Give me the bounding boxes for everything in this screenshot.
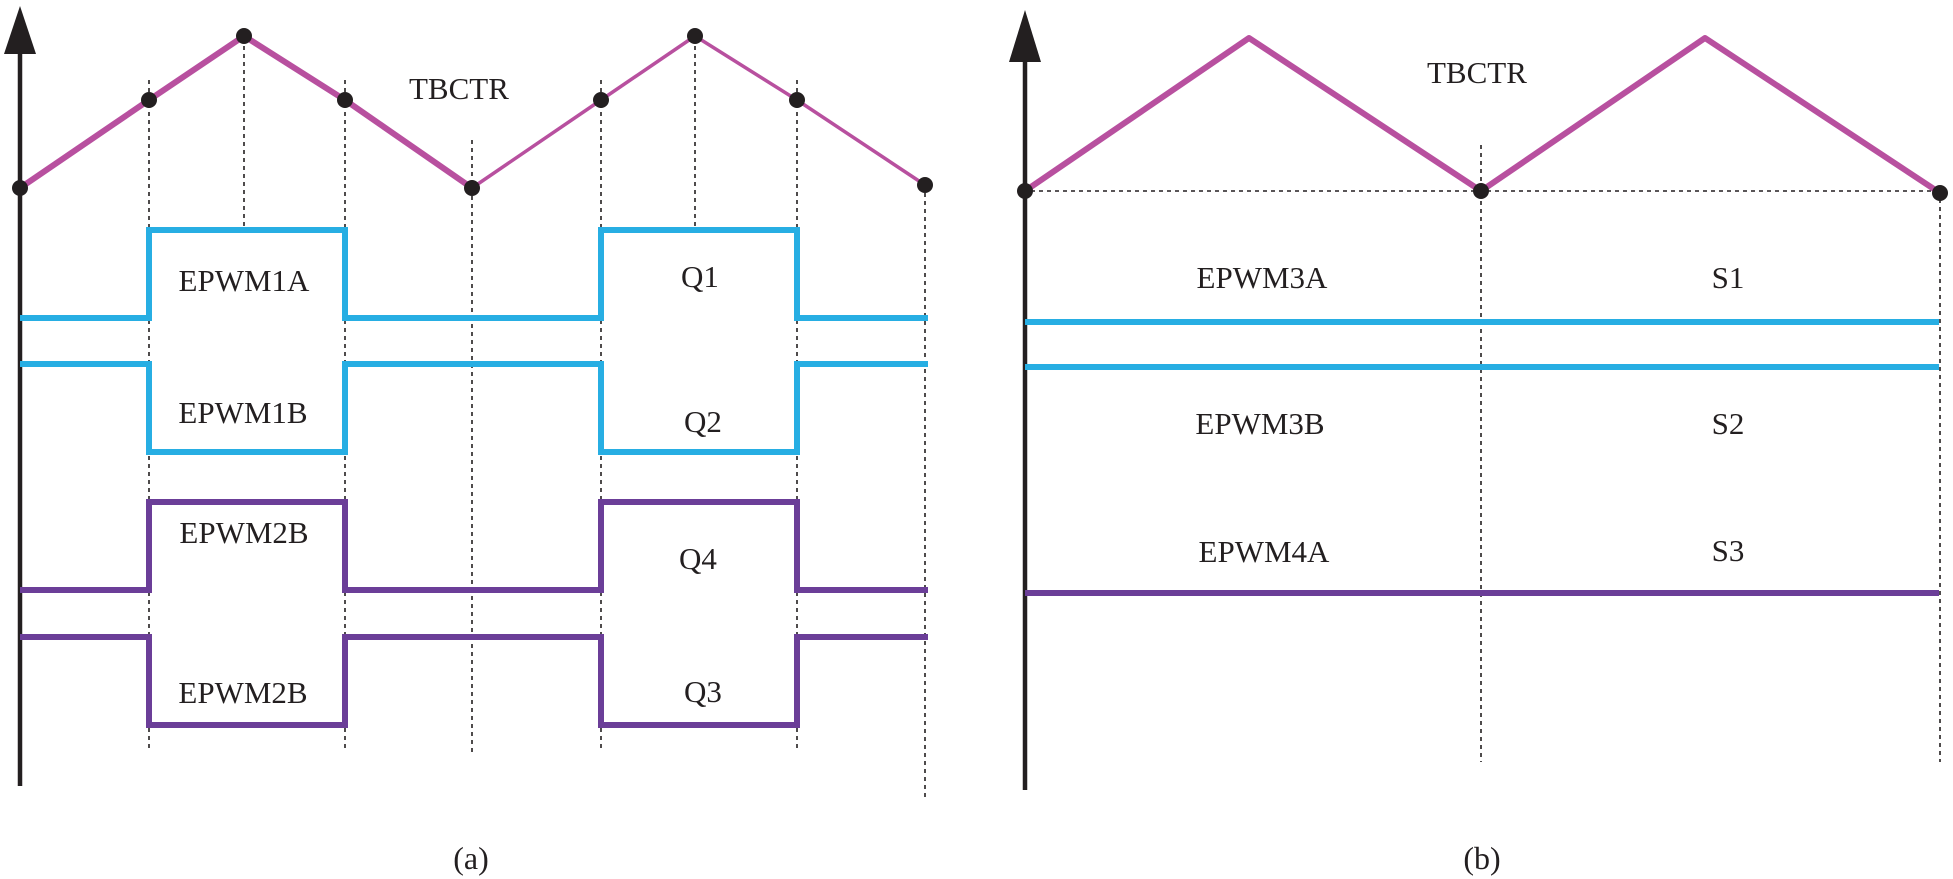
label-q1: Q1: [681, 259, 719, 294]
label-s1: S1: [1712, 260, 1745, 295]
label-q4: Q4: [679, 541, 717, 576]
panel-b-axis: [1009, 10, 1041, 790]
panel-b-counter-points: [1017, 183, 1948, 201]
label-s2: S2: [1712, 406, 1745, 441]
axis-arrow-icon: [4, 6, 36, 54]
panel-b-caption: (b): [1463, 840, 1500, 876]
waveform-epwm1a-q1: [20, 227, 928, 321]
label-q2: Q2: [684, 404, 722, 439]
label-epwm2b-bottom: EPWM2B: [178, 675, 307, 710]
panel-a-counter-points: [12, 28, 933, 196]
label-epwm1a: EPWM1A: [179, 263, 311, 298]
panel-a-caption: (a): [453, 840, 489, 876]
panel-b-reference-lines: [1023, 145, 1941, 762]
panel-a: TBCTR EPWM1A EPWM1B EPWM2B EPWM2B Q1 Q2 …: [4, 6, 933, 876]
label-q3: Q3: [684, 674, 722, 709]
axis-arrow-icon: [1009, 10, 1041, 62]
label-epwm4a: EPWM4A: [1199, 534, 1331, 569]
label-epwm2b-top: EPWM2B: [179, 515, 308, 550]
label-epwm3a: EPWM3A: [1197, 260, 1329, 295]
panel-a-axis: [4, 6, 36, 786]
label-s3: S3: [1712, 533, 1745, 568]
panel-a-counter-label: TBCTR: [409, 71, 509, 106]
panel-b: TBCTR EPWM3A EPWM3B EPWM4A S1 S2 S3 (b): [1009, 10, 1948, 876]
label-epwm3b: EPWM3B: [1195, 406, 1324, 441]
waveform-epwm1b-q2: [20, 361, 928, 455]
waveform-epwm2b-q3: [20, 634, 928, 728]
waveform-epwm2b-q4: [20, 499, 928, 593]
panel-b-counter-label: TBCTR: [1427, 55, 1527, 90]
label-epwm1b: EPWM1B: [178, 395, 307, 430]
